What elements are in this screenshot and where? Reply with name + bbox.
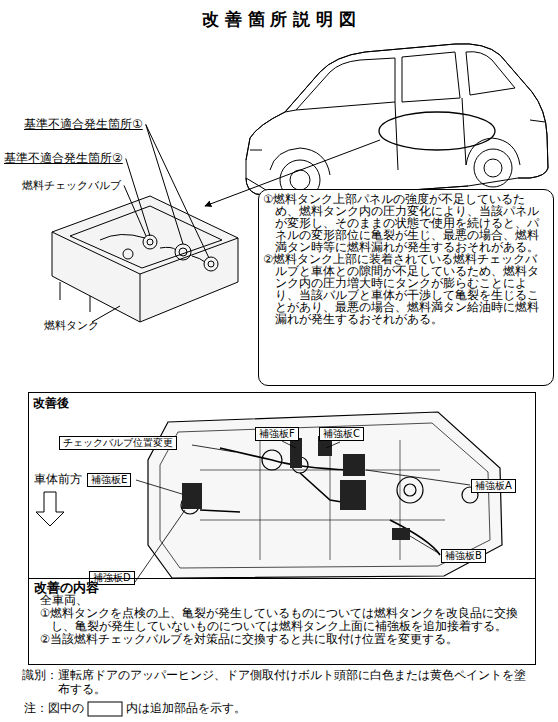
page-title: 改 善 箇 所 説 明 図	[0, 8, 558, 31]
note-text: 内は追加部品を示す。	[126, 700, 246, 717]
node-text: チェックバルブ位置変更	[63, 437, 173, 449]
node-text: ②当該燃料チェックバルブを対策品に交換すると共に取付け位置を変更する。	[34, 633, 530, 646]
direction-arrow	[36, 492, 64, 526]
reinforcement-plates	[182, 436, 410, 540]
part-box: 補強板E	[87, 473, 131, 487]
panel-heading: 改善後	[29, 393, 73, 414]
callout-label: 基準不適合発生箇所①	[24, 116, 143, 133]
section-heading: 改善の内容	[34, 581, 530, 594]
leader-lines	[135, 441, 470, 582]
note-text: 識別：運転席ドアのアッパーヒンジ、ドア側取付けボルト頭部に白色または黄色ペイント…	[22, 668, 532, 696]
added-part-sample	[88, 702, 122, 716]
node-text: 補強板B	[445, 550, 482, 562]
part-box: 補強板C	[319, 427, 364, 441]
part-box: チェックバルブ位置変更	[59, 436, 177, 450]
part-box: 補強板F	[255, 427, 299, 441]
part-box: 補強板A	[471, 479, 516, 493]
node-text: ①燃料タンクを点検の上、亀裂が発生しているものについては燃料タンクを改良品に交換…	[34, 607, 530, 633]
note-text: 注：図中の	[24, 700, 84, 717]
car-outline	[246, 44, 548, 200]
content-section: 改善の内容全車両、①燃料タンクを点検の上、亀裂が発生しているものについては燃料タ…	[28, 578, 536, 666]
node-text: 補強板F	[259, 428, 295, 440]
improvement-panel: 改善後チェックバルブ位置変更補強板F補強板C補強板E補強板A補強板D補強板B改善…	[28, 392, 536, 665]
node-text: ①燃料タンク上部パネルの強度が不足しているため、燃料タンク内の圧力変化により、当…	[263, 193, 549, 253]
callout-label: 燃料チェックバルブ	[22, 178, 121, 193]
direction-label: 車体前方	[34, 472, 82, 487]
callout-label: 燃料タンク	[44, 318, 99, 333]
explanation-box: ①燃料タンク上部パネルの強度が不足しているため、燃料タンク内の圧力変化により、当…	[258, 189, 554, 386]
node-text: ②燃料タンク上部に装着されている燃料チェックバルブと車体との隙間が不足しているた…	[263, 253, 549, 325]
leader-lines	[124, 125, 209, 259]
part-box: 補強板B	[441, 549, 486, 563]
node-text: 補強板E	[91, 474, 127, 486]
fuel-tank-drawing	[52, 196, 238, 322]
callout-label: 基準不適合発生箇所②	[4, 150, 123, 167]
node-text: 補強板A	[475, 480, 512, 492]
node-text: 補強板C	[323, 428, 360, 440]
tank-plan	[148, 412, 502, 578]
node-text: 全車両、	[34, 594, 530, 607]
